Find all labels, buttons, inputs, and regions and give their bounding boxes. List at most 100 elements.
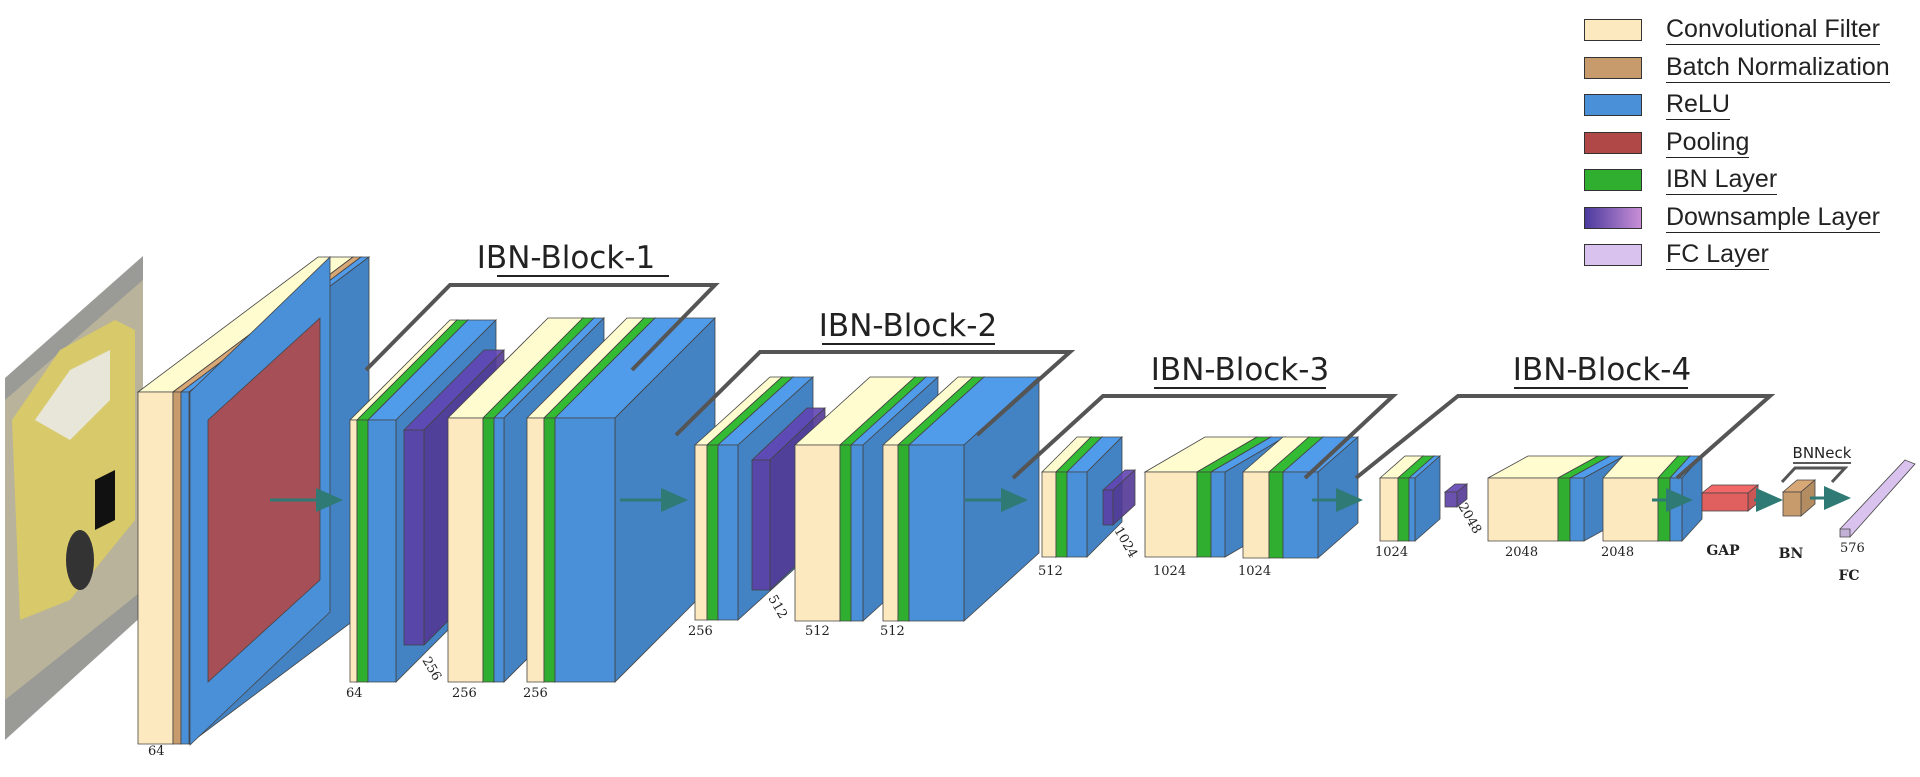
block-titles: IBN-Block-1 IBN-Block-2 IBN-Block-3 IBN-… bbox=[477, 240, 1691, 389]
legend-swatch bbox=[1584, 19, 1642, 41]
bracket-bnneck bbox=[1780, 466, 1849, 484]
legend-swatch bbox=[1584, 131, 1642, 154]
dim-b4-a: 1024 bbox=[1375, 545, 1408, 560]
dim-fc: 576 bbox=[1840, 541, 1865, 556]
b1-a-relu-2-front bbox=[367, 419, 397, 683]
b2-b-relu-2-front bbox=[850, 444, 864, 622]
legend-label: Downsample Layer bbox=[1666, 202, 1880, 233]
dim-b2-ds: 512 bbox=[765, 593, 790, 622]
legend-item: Pooling bbox=[1584, 127, 1914, 165]
dim-b2-b: 512 bbox=[805, 624, 830, 639]
b4-downsample-front bbox=[1444, 491, 1458, 508]
head-labels: GAP BN FC BNNeck bbox=[1706, 444, 1859, 584]
legend-item: FC Layer bbox=[1584, 239, 1914, 277]
b3-a-ibn-1-front bbox=[1055, 471, 1068, 558]
dim-b4-b: 2048 bbox=[1505, 545, 1538, 560]
dim-b1-b: 256 bbox=[452, 686, 477, 701]
block-brackets bbox=[364, 283, 1776, 480]
b2-a-ibn-1-front bbox=[706, 444, 719, 621]
b1-downsample-front bbox=[403, 429, 425, 646]
legend-item: IBN Layer bbox=[1584, 164, 1914, 202]
bn-label: BN bbox=[1779, 546, 1804, 562]
b2-downsample-front bbox=[751, 459, 771, 591]
legend-item: ReLU bbox=[1584, 89, 1914, 127]
fc-layer-front bbox=[1839, 528, 1851, 538]
b2-c-ibn-1-front bbox=[897, 444, 910, 622]
b3-b-relu-2-front bbox=[1210, 471, 1226, 558]
b3-b-ibn-1-front bbox=[1196, 471, 1212, 558]
block-title-4: IBN-Block-4 bbox=[1513, 352, 1691, 388]
b4-c-ibn-1-front bbox=[1657, 477, 1671, 542]
legend-label: FC Layer bbox=[1666, 240, 1769, 270]
b4-b-relu-2-front bbox=[1569, 477, 1585, 542]
dim-b3-c: 1024 bbox=[1238, 564, 1271, 579]
dim-b1-ds: 256 bbox=[419, 655, 444, 684]
bracket-ibn-block-4 bbox=[1354, 394, 1776, 480]
bracket-ibn-block-1 bbox=[364, 283, 720, 372]
b2-a-relu-2-front bbox=[717, 444, 739, 621]
b4-a-relu-2-front bbox=[1408, 477, 1416, 542]
legend-swatch bbox=[1584, 206, 1642, 229]
block-title-1: IBN-Block-1 bbox=[477, 240, 655, 276]
dim-b2-c: 512 bbox=[880, 624, 905, 639]
b3-a-conv-0-front bbox=[1041, 471, 1057, 558]
gap-layer-front bbox=[1701, 492, 1749, 512]
bn-layer-front bbox=[1782, 491, 1802, 517]
legend-swatch bbox=[1584, 56, 1642, 79]
dim-b1-c: 256 bbox=[523, 686, 548, 701]
bracket-ibn-block-2 bbox=[674, 350, 1076, 437]
legend-label: Batch Normalization bbox=[1666, 52, 1890, 83]
dim-b4-c: 2048 bbox=[1601, 545, 1634, 560]
fc-layer bbox=[1839, 459, 1916, 538]
input-image bbox=[5, 256, 143, 740]
stem-relu-2-front bbox=[180, 391, 190, 745]
b2-b-conv-0-front bbox=[794, 444, 841, 622]
gap-label: GAP bbox=[1706, 543, 1740, 559]
legend-swatch bbox=[1584, 169, 1642, 191]
b3-c-ibn-1-front bbox=[1268, 471, 1284, 559]
b3-b-conv-0-front bbox=[1144, 471, 1198, 558]
legend-swatch bbox=[1584, 244, 1642, 266]
legend-label: Convolutional Filter bbox=[1666, 15, 1880, 45]
dim-b3-a: 512 bbox=[1038, 564, 1063, 579]
b4-a-ibn-1-front bbox=[1397, 477, 1410, 542]
dim-stem: 64 bbox=[148, 744, 165, 759]
bracket-ibn-block-3 bbox=[1011, 394, 1399, 480]
fc-label: FC bbox=[1838, 568, 1859, 584]
dim-b3-b: 1024 bbox=[1153, 564, 1186, 579]
block-title-2: IBN-Block-2 bbox=[819, 308, 997, 344]
block-title-3: IBN-Block-3 bbox=[1151, 352, 1329, 388]
b4-b-ibn-1-front bbox=[1557, 477, 1571, 542]
legend-item: Batch Normalization bbox=[1584, 52, 1914, 90]
dim-b4-ds: 2048 bbox=[1455, 501, 1485, 537]
dim-b3-ds: 1024 bbox=[1111, 525, 1141, 561]
b2-b-ibn-1-front bbox=[839, 444, 852, 622]
b2-a-conv-0-front bbox=[694, 444, 708, 621]
legend-swatch bbox=[1584, 94, 1642, 116]
legend-label: ReLU bbox=[1666, 90, 1730, 120]
b3-a-relu-2-front bbox=[1066, 471, 1088, 558]
dim-b2-a: 256 bbox=[688, 624, 713, 639]
b1-c-conv-0-front bbox=[526, 417, 545, 683]
legend-item: Downsample Layer bbox=[1584, 202, 1914, 240]
b4-b-conv-0-front bbox=[1487, 477, 1559, 542]
b1-b-ibn-1-front bbox=[482, 417, 495, 683]
legend-label: IBN Layer bbox=[1666, 165, 1778, 195]
dim-b1-a: 64 bbox=[346, 686, 363, 701]
b4-c-conv-0-front bbox=[1602, 477, 1659, 542]
network-layers bbox=[136, 256, 1916, 746]
b4-c-relu-2-front bbox=[1669, 477, 1683, 542]
legend-item: Convolutional Filter bbox=[1584, 14, 1914, 52]
bnneck-label: BNNeck bbox=[1793, 444, 1852, 462]
stem-bn-1-front bbox=[172, 391, 182, 745]
stem-pool bbox=[207, 317, 321, 683]
b1-b-relu-2-front bbox=[493, 417, 505, 683]
b1-b-conv-0-front bbox=[447, 417, 484, 683]
b3-c-relu-2-front bbox=[1282, 471, 1319, 559]
b1-a-ibn-1-front bbox=[356, 419, 369, 683]
b3-downsample-front bbox=[1102, 489, 1114, 526]
b2-c-conv-0-front bbox=[882, 444, 899, 622]
